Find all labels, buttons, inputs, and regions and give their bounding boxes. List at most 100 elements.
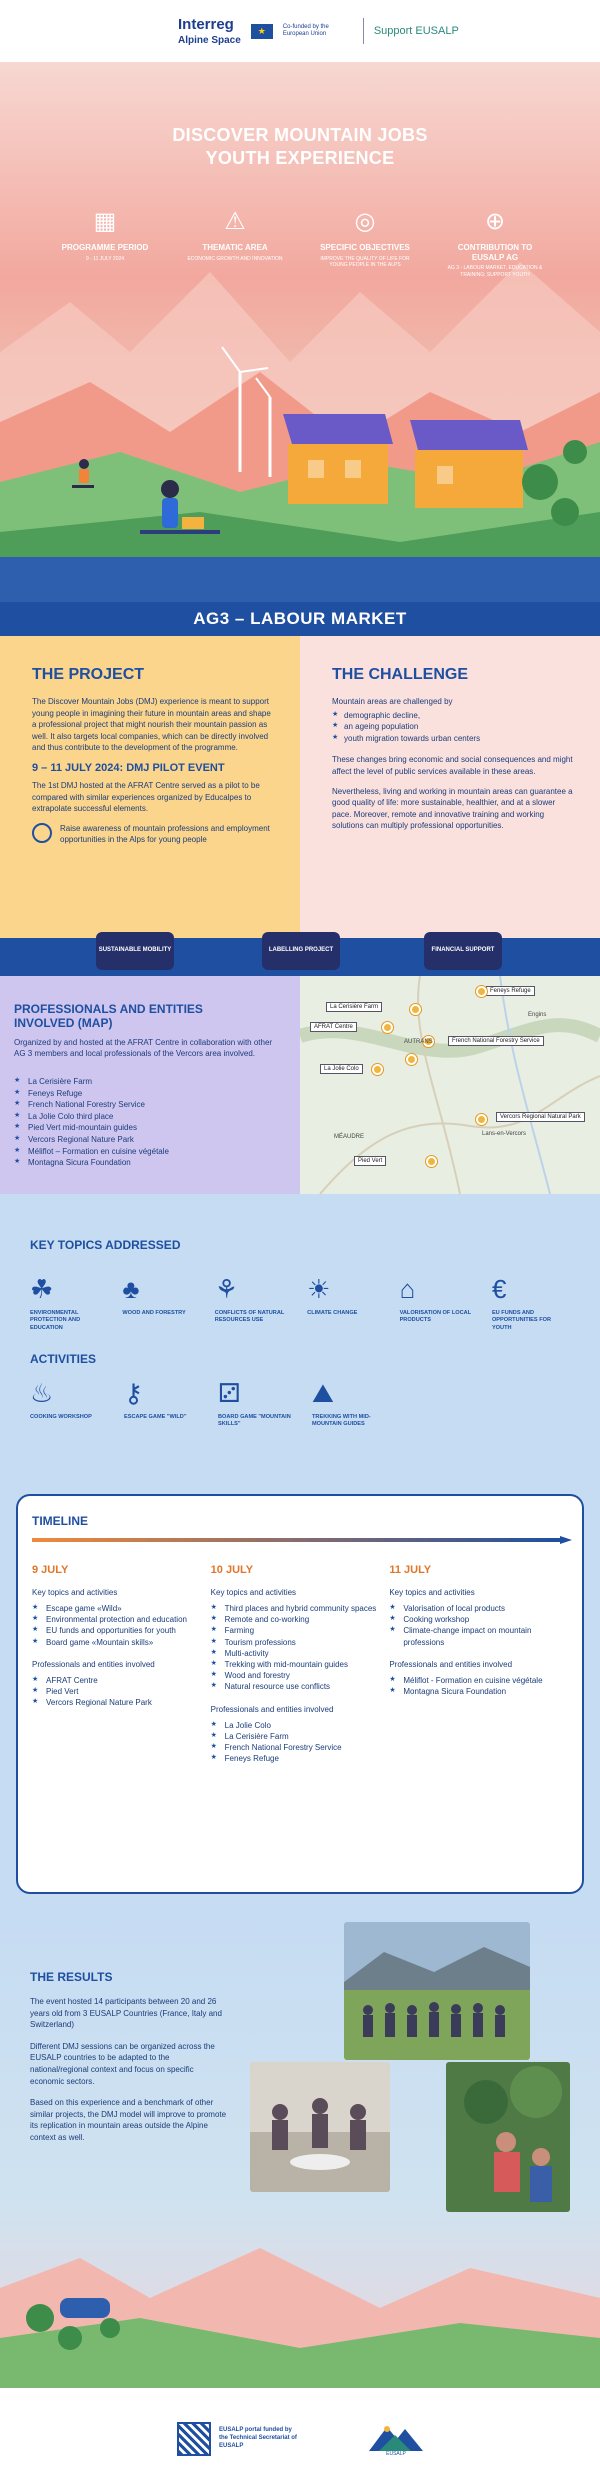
day-label: 9 JULY (32, 1564, 69, 1576)
map-pin-icon (410, 1004, 421, 1015)
day-label: 11 JULY (389, 1564, 432, 1576)
timeline-arrow-icon (32, 1536, 572, 1544)
hiker-icon: ⛰ (312, 1377, 334, 1408)
map-pin-icon (426, 1156, 437, 1167)
results-paragraph: Based on this experience and a benchmark… (30, 2098, 227, 2142)
list-item: AFRAT Centre (32, 1675, 203, 1686)
hero-cards: ▦ PROGRAMME PERIOD 9 - 11 JULY 2024 ⚠ TH… (0, 169, 600, 278)
hero-card-thematic: ⚠ THEMATIC AREA ECONOMIC GROWTH AND INNO… (185, 207, 285, 278)
challenge-paragraph: Nevertheless, living and working in moun… (332, 786, 573, 831)
list-item: Trekking with mid-mountain guides (211, 1659, 382, 1670)
partners-list: La Cerisière Farm Feneys Refuge French N… (14, 1076, 280, 1169)
activity-label: TREKKING WITH MID-MOUNTAIN GUIDES (312, 1413, 371, 1428)
map-town: Engins (528, 1012, 547, 1018)
project-title: THE PROJECT (32, 666, 145, 683)
goal-text: Raise awareness of mountain professions … (60, 823, 270, 844)
results-paragraph: Different DMJ sessions can be organized … (30, 2041, 215, 2086)
timeline-day-3: 11 JULY Key topics and activities Valori… (389, 1564, 568, 1764)
timeline-wrapper: TIMELINE 9 JULY Key topics and activitie… (0, 1494, 600, 1912)
shop-icon: ⌂ (399, 1274, 416, 1304)
footer-portal: EUSALP portal funded by the Technical Se… (177, 2422, 299, 2456)
list-item: Vercors Regional Nature Park (32, 1697, 203, 1708)
day-label: 10 JULY (210, 1564, 254, 1576)
boardgame-icon: ⚂ (218, 1377, 241, 1408)
partners-title-line2: INVOLVED (MAP) (14, 1016, 113, 1031)
list-item: French National Forestry Service (14, 1099, 280, 1111)
results-title: THE RESULTS (30, 1970, 113, 1984)
timeline-day-2: 10 JULY Key topics and activities Third … (211, 1564, 390, 1764)
map-label: AFRAT Centre (310, 1022, 357, 1032)
outdoor-activity-photo (446, 2062, 570, 2212)
topic-item: ⌂ VALORISATION OF LOCAL PRODUCTS (400, 1274, 478, 1332)
activity-item: ♨COOKING WORKSHOP (30, 1378, 108, 1429)
map-label: French National Forestry Service (448, 1036, 544, 1046)
activity-item: ⚂BOARD GAME "MOUNTAIN SKILLS" (218, 1378, 296, 1429)
pilot-event-title: 9 – 11 JULY 2024: DMJ PILOT EVENT (32, 761, 225, 774)
map-label: La Jolie Colo (320, 1064, 363, 1074)
map-town: Lans-en-Vercors (482, 1131, 527, 1137)
hero-card-title: THEMATIC AREA (202, 243, 268, 252)
activity-label: ESCAPE GAME "WILD" (124, 1413, 187, 1420)
list-item: Montagna Sicura Foundation (14, 1157, 280, 1169)
results-landscape (0, 2248, 600, 2388)
person-laptop-icon (140, 480, 220, 534)
map-pin-icon (423, 1036, 434, 1047)
map-pin-icon (372, 1064, 383, 1075)
topic-label: VALORISATION OF LOCAL PRODUCTS (399, 1310, 472, 1324)
topics-row: ☘ENVIRONMENTAL PROTECTION AND EDUCATION … (30, 1274, 570, 1332)
map-pin-icon (406, 1054, 417, 1065)
list-item: EU funds and opportunities for youth (32, 1625, 203, 1636)
map-pin-icon (476, 986, 487, 997)
hero: DISCOVER MOUNTAIN JOBS YOUTH EXPERIENCE … (0, 62, 600, 602)
location-map: La Cerisière Farm AFRAT Centre La Jolie … (300, 976, 600, 1194)
topic-item: ☘ENVIRONMENTAL PROTECTION AND EDUCATION (30, 1274, 108, 1332)
topic-item: ⚘CONFLICTS OF NATURAL RESOURCES USE (215, 1274, 293, 1332)
interreg-logo: Interreg Alpine Space (178, 17, 241, 46)
list-item: Pied Vert mid-mountain guides (14, 1122, 280, 1134)
list-item: Natural resource use conflicts (211, 1681, 382, 1692)
hero-card-text: IMPROVE THE QUALITY OF LIFE FOR YOUNG PE… (320, 255, 410, 269)
list-item: Cooking workshop (389, 1614, 560, 1625)
pro-subtitle: Professionals and entities involved (210, 1704, 334, 1714)
challenge-panel: THE CHALLENGE Mountain areas are challen… (300, 636, 600, 938)
partners-map-section: PROFESSIONALS AND ENTITIES INVOLVED (MAP… (0, 976, 600, 1194)
challenge-paragraph: These changes bring economic and social … (332, 755, 573, 776)
topic-item: ♣ WOOD AND FORESTRY (122, 1274, 200, 1332)
list-item: La Jolie Colo (211, 1720, 382, 1731)
alert-icon: ⚠ (224, 208, 246, 235)
key-subtitle: Key topics and activities (32, 1588, 118, 1597)
key-icon: ⚷ (124, 1377, 144, 1408)
map-label: Vercors Regional Natural Park (496, 1112, 585, 1122)
qr-code-icon[interactable] (177, 2422, 211, 2456)
activity-item: ⚷ ESCAPE GAME "WILD" (124, 1378, 202, 1429)
trees-icon: ♣ (122, 1274, 140, 1304)
activities-row: ♨COOKING WORKSHOP ⚷ ESCAPE GAME "WILD" ⚂B… (30, 1378, 570, 1429)
badge-sustainable-mobility: SUSTAINABLE MOBILITY (96, 932, 174, 970)
map-town: MÉAUDRE (334, 1134, 365, 1140)
hero-card-text: ECONOMIC GROWTH AND INNOVATION (187, 255, 283, 262)
project-goal: Raise awareness of mountain professions … (32, 822, 276, 845)
skateboarder-icon (72, 459, 94, 488)
results-section: THE RESULTS The event hosted 14 particip… (0, 1912, 600, 2388)
key-list: Escape game «Wild» Environmental protect… (32, 1603, 203, 1648)
topic-label: WOOD AND FORESTRY (122, 1310, 186, 1316)
map-label: Feneys Refuge (486, 986, 535, 996)
footer-text: EUSALP portal funded by the Technical Se… (219, 2427, 297, 2449)
topic-item: €EU FUNDS AND OPPORTUNITIES FOR YOUTH (492, 1274, 570, 1332)
pro-subtitle: Professionals and entities involved (389, 1659, 513, 1669)
calendar-icon: ▦ (93, 208, 117, 235)
list-item: La Jolie Colo third place (14, 1111, 280, 1123)
list-item: Valorisation of local products (389, 1603, 560, 1614)
key-subtitle: Key topics and activities (210, 1588, 297, 1597)
list-item: Third places and hybrid community spaces (211, 1603, 382, 1614)
list-item: Wood and forestry (211, 1670, 382, 1681)
topic-label: CLIMATE CHANGE (307, 1310, 358, 1316)
list-item: Environmental protection and education (32, 1614, 203, 1625)
hero-card-contribution: ⊕ CONTRIBUTION TO EUSALP AG AG 3 - LABOU… (445, 207, 545, 278)
map-label: La Cerisière Farm (326, 1002, 383, 1012)
pro-list: AFRAT Centre Pied Vert Vercors Regional … (32, 1675, 203, 1709)
map-pin-icon (382, 1022, 393, 1033)
badge-labelling-project: LABELLING PROJECT (262, 932, 340, 970)
list-item: Feneys Refuge (211, 1753, 382, 1764)
